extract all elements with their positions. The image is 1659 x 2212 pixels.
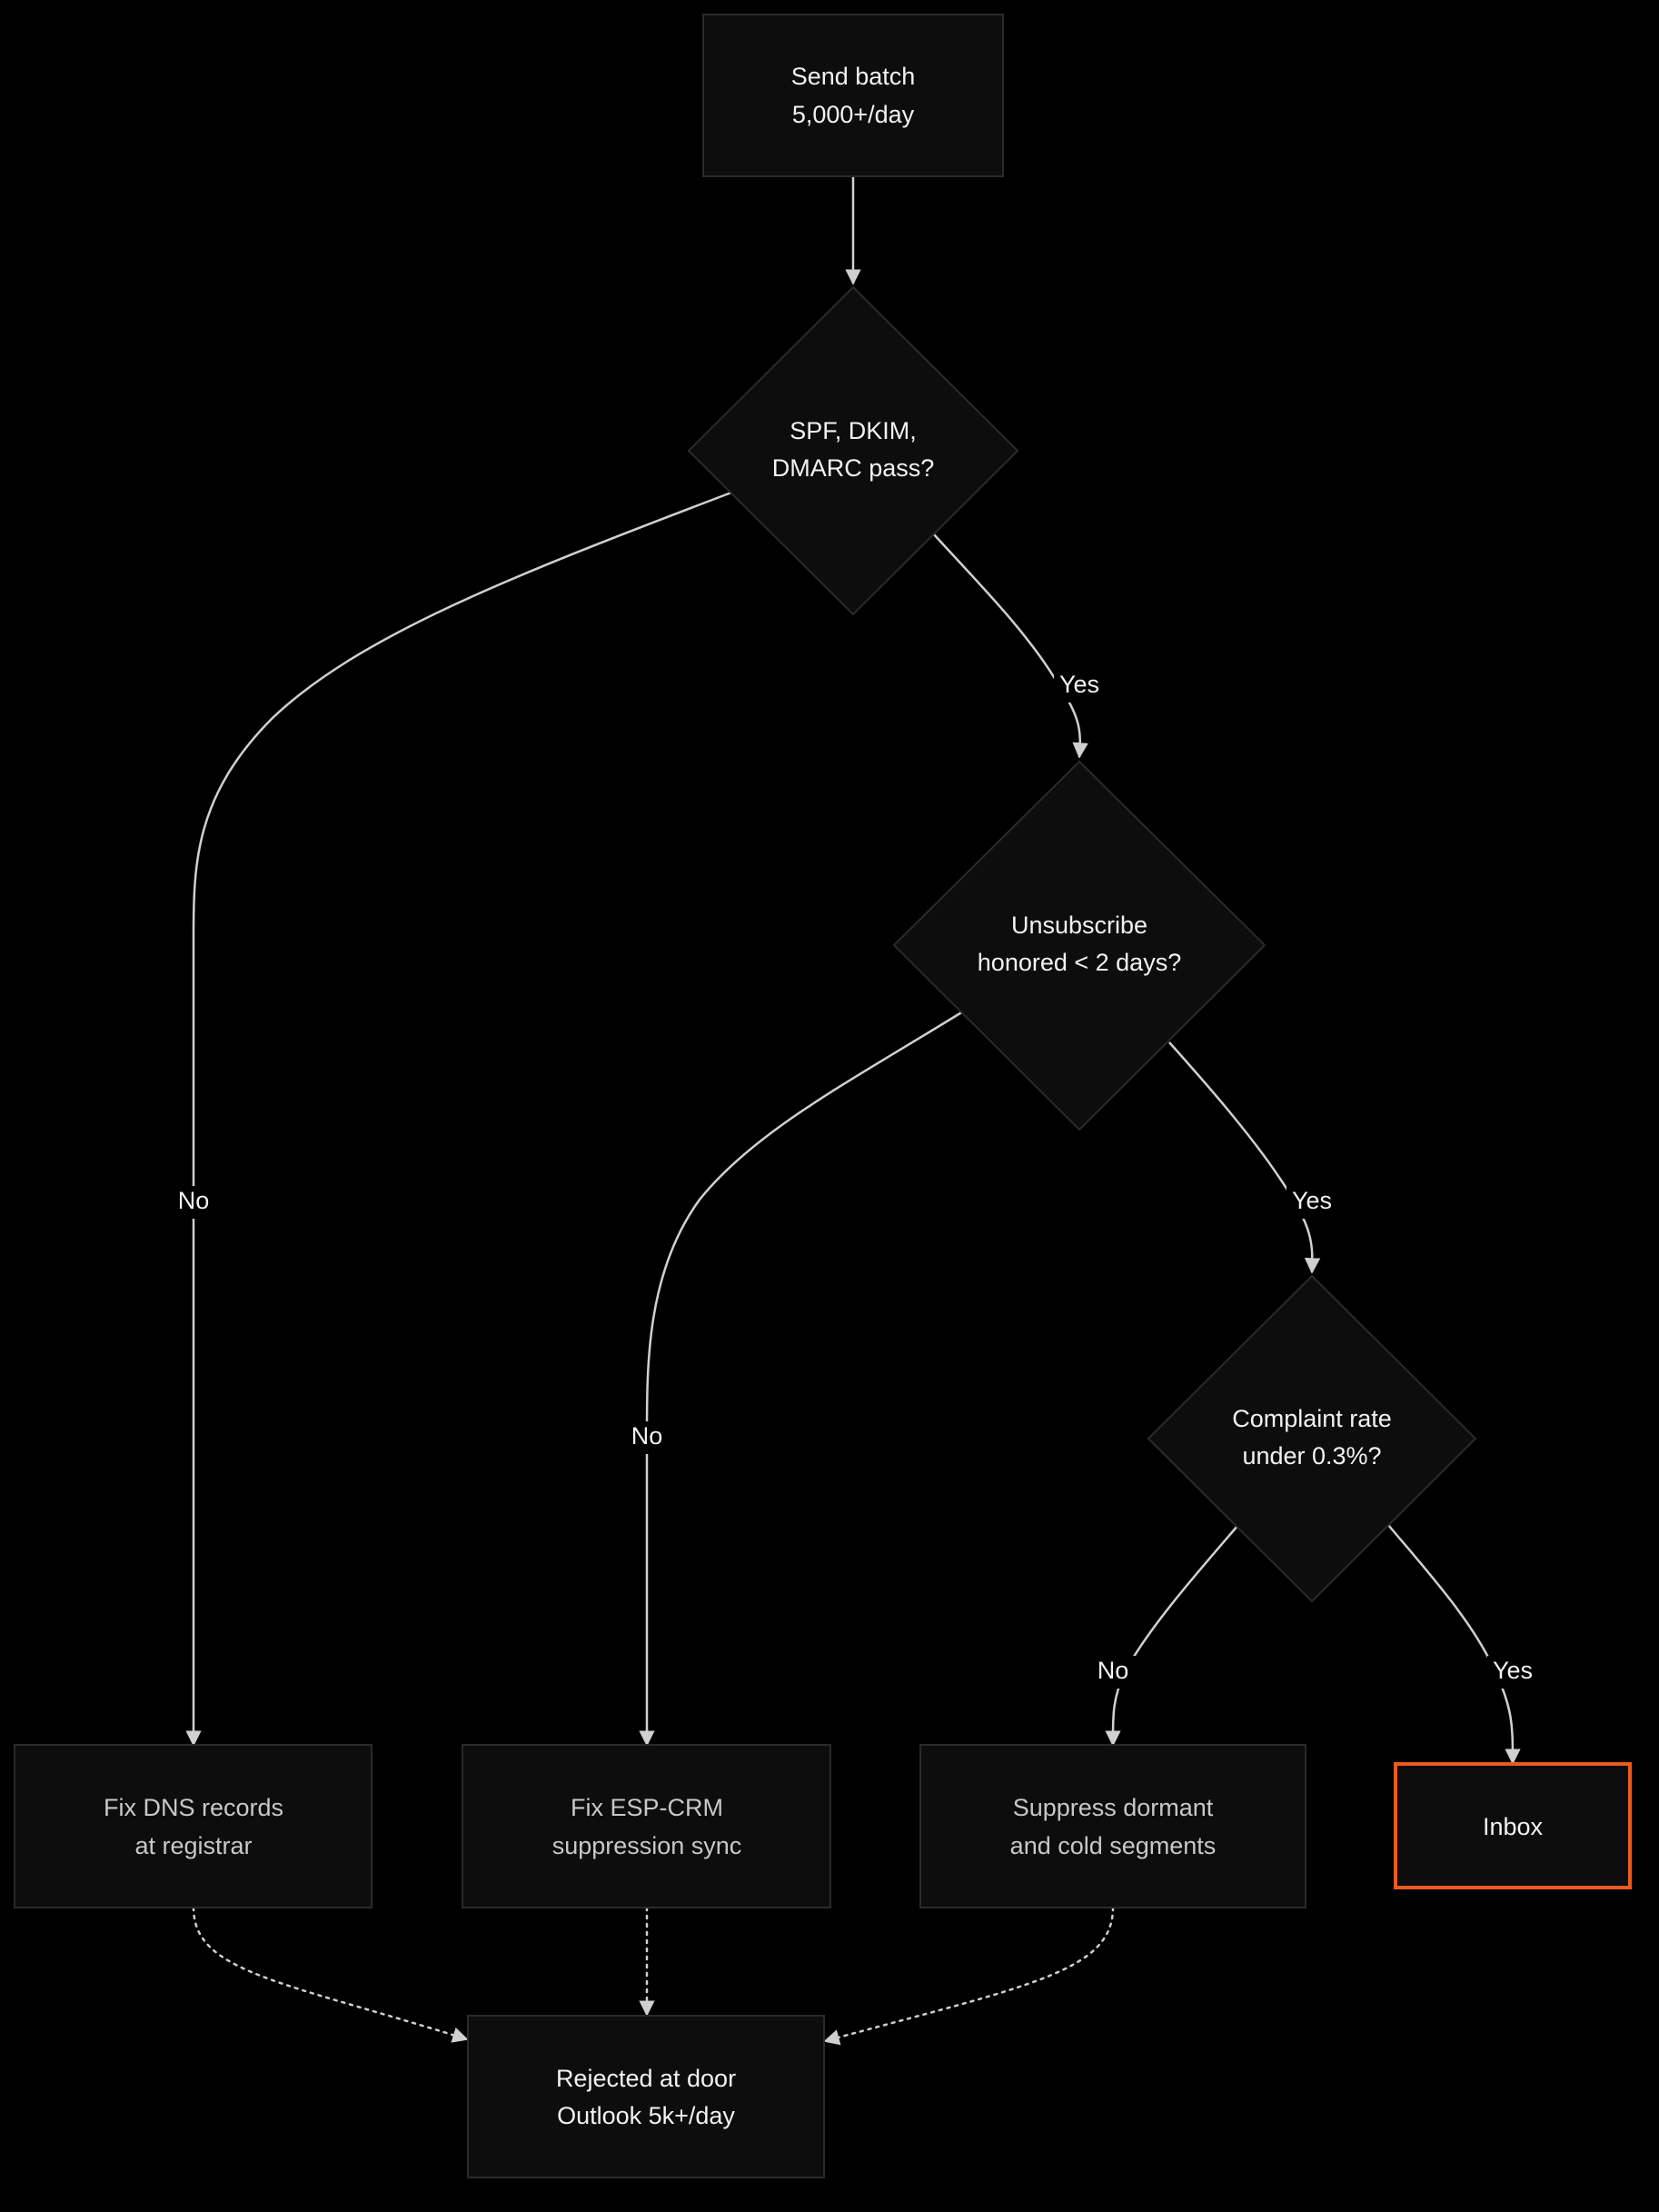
edge-label-auth-yes: Yes <box>1054 670 1105 702</box>
edge-unsub-yes <box>1168 1041 1321 1274</box>
rejected-line1: Rejected at door <box>556 2065 736 2092</box>
edge-label-auth-no: No <box>171 1186 216 1219</box>
send-batch-line2: 5,000+/day <box>792 101 915 128</box>
edge-label-complaint-yes: Yes <box>1487 1656 1538 1689</box>
node-inbox: Inbox <box>1394 1762 1632 1889</box>
edge-unsub-no <box>639 1010 964 1747</box>
complaint-check-line1: Complaint rate <box>1232 1405 1392 1432</box>
node-rejected: Rejected at door Outlook 5k+/day <box>467 2015 825 2178</box>
svg-text:No: No <box>631 1422 663 1450</box>
fix-dns-line1: Fix DNS records <box>104 1794 283 1821</box>
svg-text:Yes: Yes <box>1493 1657 1533 1684</box>
inbox-label: Inbox <box>1483 1813 1544 1840</box>
edge-label-unsub-yes: Yes <box>1286 1186 1337 1219</box>
svg-text:Yes: Yes <box>1059 671 1099 698</box>
auth-check-line2: DMARC pass? <box>772 454 935 482</box>
node-auth-check: SPF, DKIM, DMARC pass? <box>687 285 1019 616</box>
node-fix-esp: Fix ESP-CRM suppression sync <box>462 1744 831 1908</box>
send-batch-line1: Send batch <box>791 63 916 90</box>
unsub-check-line2: honored < 2 days? <box>978 949 1181 976</box>
node-complaint-check: Complaint rate under 0.3%? <box>1147 1274 1477 1603</box>
node-send-batch: Send batch 5,000+/day <box>702 14 1004 177</box>
edge-label-complaint-no: No <box>1090 1656 1136 1689</box>
edge-label-unsub-no: No <box>624 1421 670 1454</box>
edge-auth-yes <box>932 533 1088 759</box>
fix-esp-line2: suppression sync <box>552 1832 742 1859</box>
node-unsub-check: Unsubscribe honored < 2 days? <box>892 760 1267 1131</box>
svg-text:No: No <box>178 1187 210 1214</box>
node-suppress: Suppress dormant and cold segments <box>919 1744 1306 1908</box>
fix-esp-line1: Fix ESP-CRM <box>571 1794 723 1821</box>
edge-fixdns-to-rejected <box>192 1906 469 2043</box>
node-fix-dns: Fix DNS records at registrar <box>14 1744 373 1908</box>
edge-auth-no <box>185 491 732 1747</box>
svg-text:No: No <box>1098 1657 1129 1684</box>
edge-complaint-yes <box>1387 1524 1521 1765</box>
rejected-line2: Outlook 5k+/day <box>557 2102 735 2129</box>
auth-check-line1: SPF, DKIM, <box>790 417 917 444</box>
svg-text:Yes: Yes <box>1292 1187 1332 1214</box>
edge-suppress-to-rejected <box>823 1906 1115 2046</box>
complaint-check-line2: under 0.3%? <box>1242 1442 1381 1470</box>
fix-dns-line2: at registrar <box>134 1832 252 1859</box>
suppress-line2: and cold segments <box>1010 1832 1217 1859</box>
edge-complaint-no <box>1105 1524 1239 1747</box>
suppress-line1: Suppress dormant <box>1013 1794 1214 1821</box>
unsub-check-line1: Unsubscribe <box>1011 912 1147 939</box>
